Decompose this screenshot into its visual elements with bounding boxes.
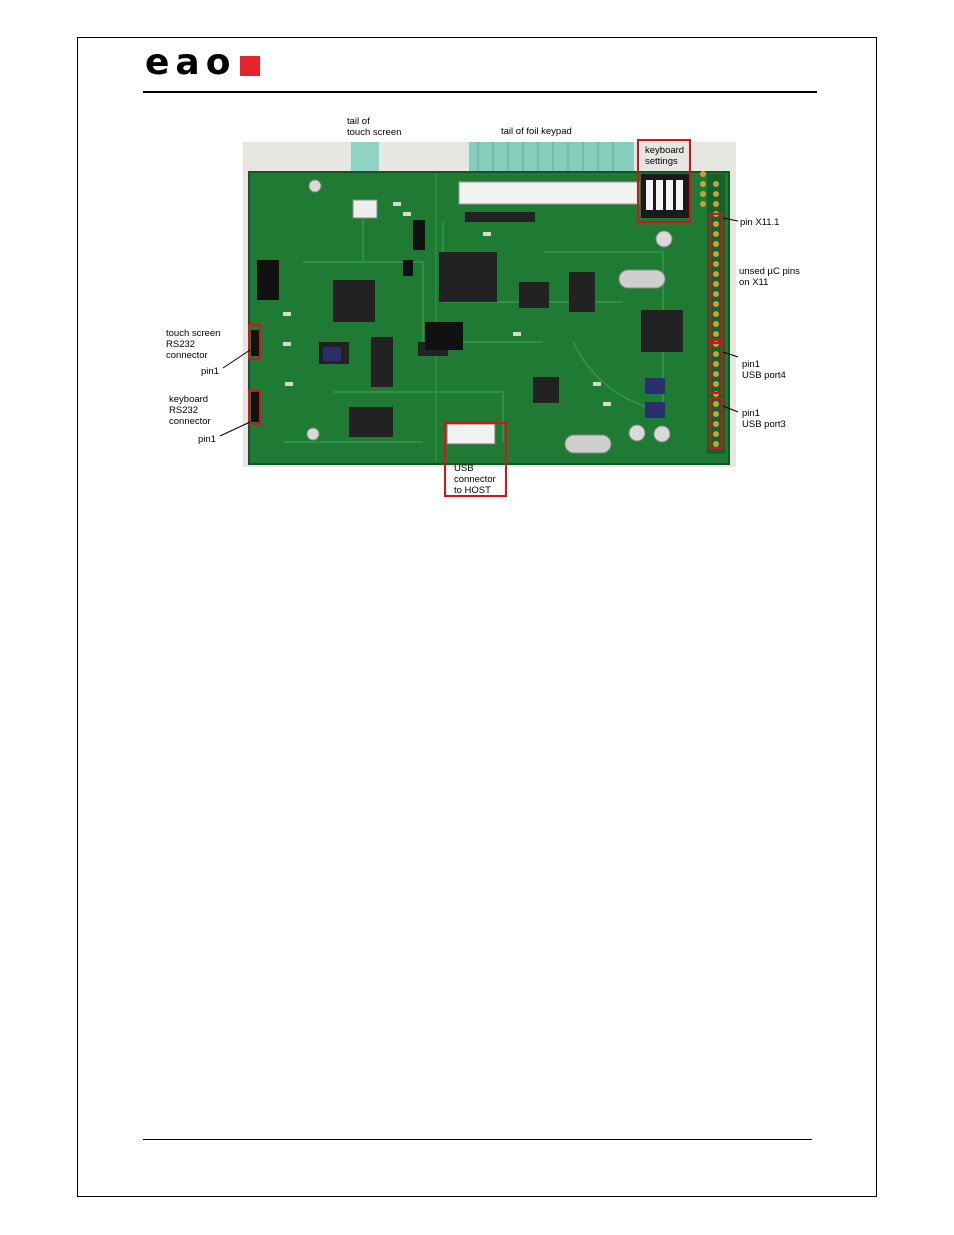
- label-usb-port3: pin1 USB port3: [742, 408, 786, 430]
- usb-port4-box: [709, 342, 723, 394]
- touch-rs232-box: [248, 324, 261, 360]
- keyboard-rs232-box: [248, 390, 261, 425]
- logo-text: eao: [145, 46, 236, 80]
- label-keyboard-settings: keyboard settings: [645, 145, 684, 167]
- label-tail-foil-keypad: tail of foil keypad: [501, 126, 572, 137]
- header-rule: [143, 91, 817, 93]
- label-pin1-keyboard: pin1: [198, 434, 216, 445]
- label-tail-touch-screen: tail of touch screen: [347, 116, 401, 138]
- logo-red-square: [240, 56, 260, 76]
- x11-header-box: [709, 213, 723, 341]
- label-pin1-touch: pin1: [201, 366, 219, 377]
- usb-port3-box: [709, 397, 723, 449]
- label-touch-rs232: touch screen RS232 connector: [166, 328, 220, 361]
- label-keyboard-rs232: keyboard RS232 connector: [169, 394, 211, 427]
- label-usb-port4: pin1 USB port4: [742, 359, 786, 381]
- label-pin-x11: pin X11.1: [740, 217, 779, 228]
- eao-logo: eao: [145, 46, 260, 80]
- label-unsed-pins: unsed µC pins on X11: [739, 266, 800, 288]
- footer-rule: [143, 1139, 812, 1140]
- label-usb-host: USB connector to HOST: [454, 463, 496, 496]
